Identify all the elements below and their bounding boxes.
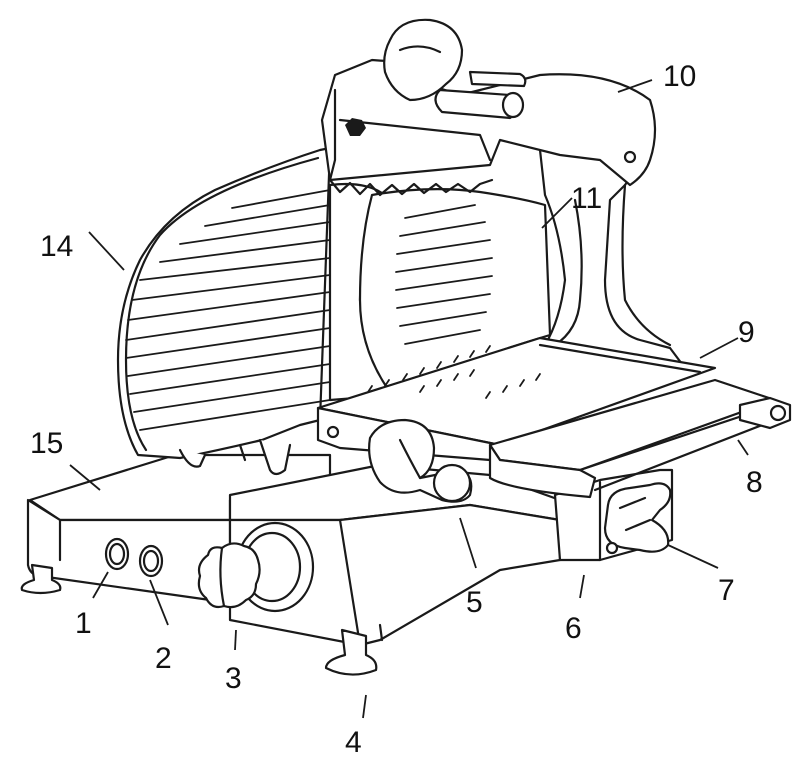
label-14: 14 (40, 230, 73, 263)
label-3: 3 (225, 662, 242, 695)
leader-14 (88, 231, 125, 271)
leader-4 (362, 694, 367, 719)
leader-9 (699, 337, 739, 359)
label-5: 5 (466, 586, 483, 619)
leader-11 (541, 197, 573, 229)
leader-6 (579, 574, 585, 599)
support-arm (320, 18, 687, 370)
label-1: 1 (75, 607, 92, 640)
base-housing (20, 453, 332, 602)
label-7: 7 (718, 574, 735, 607)
leader-3 (234, 629, 237, 651)
leader-5 (459, 517, 477, 569)
leader-lines (69, 79, 749, 719)
sharpener-knob[interactable] (197, 521, 315, 613)
label-9: 9 (738, 316, 755, 349)
leader-10 (617, 79, 653, 93)
leader-1 (92, 571, 109, 599)
label-2: 2 (155, 642, 172, 675)
label-10: 10 (663, 60, 696, 93)
label-15: 15 (30, 427, 63, 460)
part-labels: 14 15 1 2 3 4 5 6 7 8 9 10 11 (30, 60, 763, 759)
leader-15 (69, 464, 101, 491)
leader-2 (149, 579, 169, 626)
label-4: 4 (345, 726, 362, 759)
carriage-knob[interactable] (368, 418, 473, 503)
label-8: 8 (746, 466, 763, 499)
blade-assembly (116, 146, 552, 476)
leader-7 (667, 544, 719, 569)
thickness-lock-knob[interactable] (603, 482, 672, 555)
label-6: 6 (565, 612, 582, 645)
label-11: 11 (571, 182, 602, 215)
leader-8 (737, 439, 749, 456)
carriage-tray[interactable] (488, 378, 792, 499)
